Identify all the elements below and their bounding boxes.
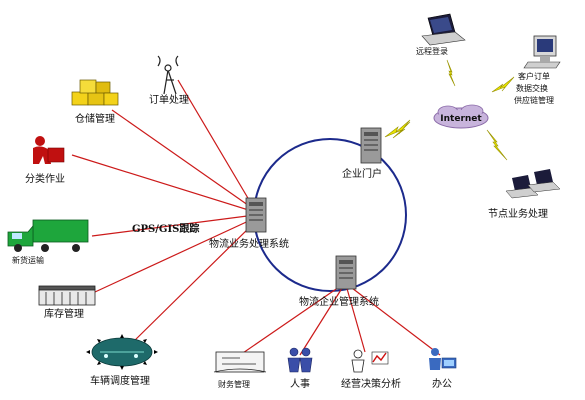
warehouse-management-node: 仓储管理: [71, 79, 119, 125]
boxes-icon: [71, 79, 119, 106]
order-processing-label: 订单处理: [149, 94, 189, 106]
warehouse-icon: [38, 285, 96, 306]
enterprise-portal-server: 企业门户: [342, 127, 382, 180]
client-order-node: 客户订单 数据交换 供应链管理: [514, 35, 561, 105]
vehicle-icon: [86, 334, 158, 370]
logistics-business-server: 物流业务处理系统: [209, 197, 289, 250]
new-transport-node: 新货运输: [7, 219, 89, 265]
server-icon: [245, 197, 267, 233]
document-icon: [213, 351, 267, 373]
node-business-node: 节点业务处理: [488, 169, 561, 220]
laptop-icon: [505, 169, 561, 199]
decision-analysis-node: 经营决策分析: [341, 349, 401, 390]
finance-label: 财务管理: [218, 379, 250, 389]
office-label: 办公: [432, 377, 452, 390]
laptop-icon: [421, 13, 466, 46]
chart-icon: [351, 349, 389, 373]
server-icon: [335, 255, 357, 290]
office-icon: [429, 348, 457, 370]
people-icon: [287, 347, 313, 373]
logistics-enterprise-server: 物流企业管理系统: [299, 255, 379, 308]
client-order-label-1: 客户订单: [518, 71, 550, 81]
lightning-links: [384, 59, 515, 161]
truck-icon: [7, 219, 89, 252]
client-order-label-2: 数据交换: [516, 83, 548, 93]
business-links: [71, 79, 256, 346]
logistics-business-label: 物流业务处理系统: [209, 237, 289, 250]
node-business-label: 节点业务处理: [488, 207, 548, 220]
enterprise-links: [239, 284, 441, 356]
gps-gis-label: GPS/GIS跟踪: [132, 222, 199, 235]
inventory-management-node: 库存管理: [38, 285, 96, 320]
internet-label: Internet: [440, 114, 482, 124]
remote-login-node: 远程登录: [416, 13, 466, 56]
warehouse-management-label: 仓储管理: [75, 112, 115, 125]
vehicle-dispatch-node: 车辆调度管理: [86, 334, 158, 387]
inventory-management-label: 库存管理: [44, 307, 84, 320]
office-node: 办公: [429, 348, 457, 390]
vehicle-dispatch-label: 车辆调度管理: [90, 374, 150, 387]
enterprise-portal-label: 企业门户: [342, 167, 382, 180]
decision-analysis-label: 经营决策分析: [341, 377, 401, 390]
worker-icon: [33, 136, 65, 164]
finance-node: 财务管理: [213, 351, 267, 389]
client-order-label-3: 供应链管理: [514, 95, 554, 105]
logistics-enterprise-label: 物流企业管理系统: [299, 295, 379, 308]
sorting-node: 分类作业: [25, 136, 65, 185]
network-ring: [253, 138, 407, 292]
antenna-icon: [157, 55, 179, 95]
hr-node: 人事: [287, 347, 313, 390]
remote-login-label: 远程登录: [416, 46, 448, 56]
sorting-label: 分类作业: [25, 172, 65, 185]
desktop-icon: [523, 35, 561, 69]
internet-cloud: Internet: [433, 104, 489, 129]
new-transport-label: 新货运输: [12, 255, 44, 265]
hr-label: 人事: [290, 377, 310, 390]
server-icon: [360, 127, 382, 164]
order-processing-node: 订单处理: [149, 55, 189, 106]
